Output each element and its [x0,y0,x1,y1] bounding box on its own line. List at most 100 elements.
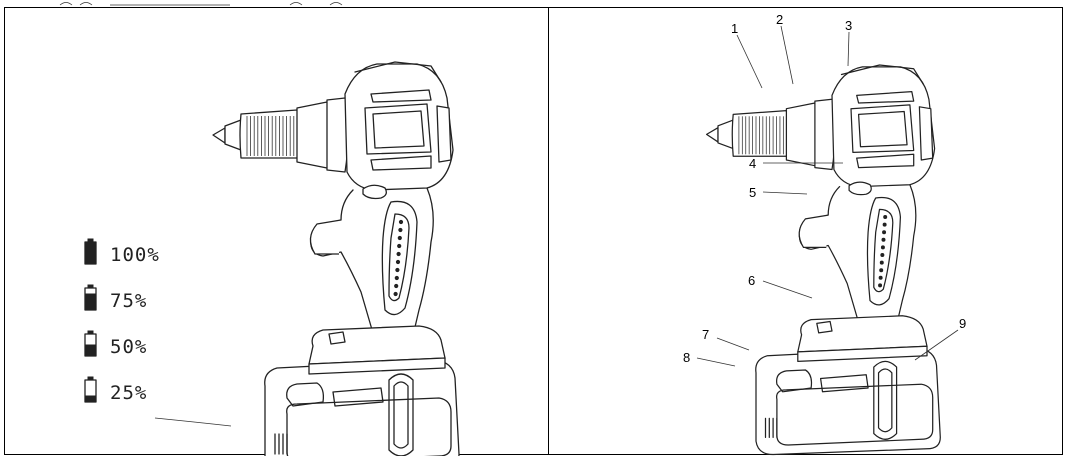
callout-number: 5 [749,185,756,200]
battery-level-label: 50% [110,336,147,358]
gearbox-top [840,64,924,85]
battery-pack [755,347,941,456]
grip-dot [879,268,884,273]
drill-illustration [705,64,941,456]
grip-dot [882,230,887,235]
grip-dot [395,259,401,265]
leader-line [914,329,959,361]
vent-panel-inner [372,110,425,149]
battery-level-100: 100% [84,238,160,266]
leader-line [736,34,763,89]
chuck-nose [717,119,734,150]
battery-fill [85,242,96,264]
drill-drawing-right: 1 2 3 4 5 [683,12,966,456]
grip-dot [878,275,883,280]
grip-inner [388,213,410,302]
battery-clip-inner [393,381,409,449]
battery-fill [85,344,96,356]
battery-cap-icon [87,330,94,335]
battery-vents [764,417,778,439]
battery-release-button [328,331,346,345]
battery-clip-inner [877,368,893,433]
battery-level-50: 50% [84,330,147,358]
callout-4: 4 [749,156,843,171]
gearbox-top [354,61,442,83]
callout-labels: 1 2 3 4 5 [683,12,966,367]
callout-number: 6 [748,273,755,288]
battery-rib [776,383,934,446]
grip-dot [881,237,886,242]
grip-dot [397,235,402,241]
handle-rear [410,187,434,345]
chuck-nose [224,119,242,151]
battery-window [286,382,325,407]
vent-slot-top [370,89,432,103]
grip-dot [398,227,403,233]
callout-6: 6 [748,273,813,299]
torque-collar [785,102,819,167]
direction-switch [362,184,387,200]
leader-line [762,280,813,299]
leader-line [762,191,808,195]
battery-level-75: 75% [84,284,146,312]
battery-level-25: 25% [84,376,146,404]
handle-rear [894,184,917,334]
battery-cap-icon [87,284,94,289]
leader-line [780,25,794,85]
vent-slot-bottom [370,155,432,171]
vent-panel-inner [857,110,908,148]
grip-dot [880,253,885,257]
rear-grille [918,106,934,161]
drill-drawing-left: 100% 75% 50% 25% [84,61,460,456]
leader-line [716,337,750,351]
grip-dot [882,222,887,227]
leader-line [847,31,850,67]
callout-8: 8 [683,350,736,367]
battery-clip [388,373,414,456]
battery-indicator-panel: 100% 75% 50% 25% [4,7,550,456]
battery-cap-icon [87,376,94,381]
battery-level-label: 100% [110,244,160,266]
callout-number: 8 [683,350,690,365]
grip-dot [393,291,398,297]
callout-1: 1 [731,21,763,89]
callout-number: 7 [702,327,709,342]
battery-release-button [816,320,833,334]
grip-dot [398,219,404,225]
battery-fill [85,293,96,310]
callout-number: 4 [749,156,756,171]
grip-dot [397,243,402,249]
battery-window [776,369,813,393]
callout-number: 3 [845,18,852,33]
grip-dot [394,275,399,281]
callout-2: 2 [776,12,794,85]
grip-dot [879,260,884,265]
pen-stroke-mark [154,417,232,427]
grip-dot [883,215,888,219]
chuck-tip [705,127,719,143]
battery-fill [85,395,96,402]
vent-slot-top [856,90,915,104]
chuck-tip [212,127,226,144]
vent-panel [850,104,915,154]
callout-number: 9 [959,316,966,331]
battery-clip [873,360,898,440]
torque-collar [296,101,331,169]
battery-top-rail [308,357,446,375]
callout-3: 3 [845,18,852,67]
leader-line [696,357,736,367]
grip-dot [880,245,885,250]
handle-front [310,189,390,343]
vent-panel [364,103,432,155]
callout-7: 7 [702,327,750,351]
parts-callout-panel: 1 2 3 4 5 [548,7,1063,456]
drill-illustration [212,61,460,456]
battery-pack [264,359,460,456]
battery-level-legend: 100% 75% 50% 25% [84,238,232,427]
cropped-header-strip [0,0,1073,7]
battery-rib [286,397,452,456]
callout-9: 9 [914,316,966,361]
handle-front [798,185,875,332]
battery-cap-icon [87,238,94,243]
figure-frame: 100% 75% 50% 25% [0,7,1073,456]
